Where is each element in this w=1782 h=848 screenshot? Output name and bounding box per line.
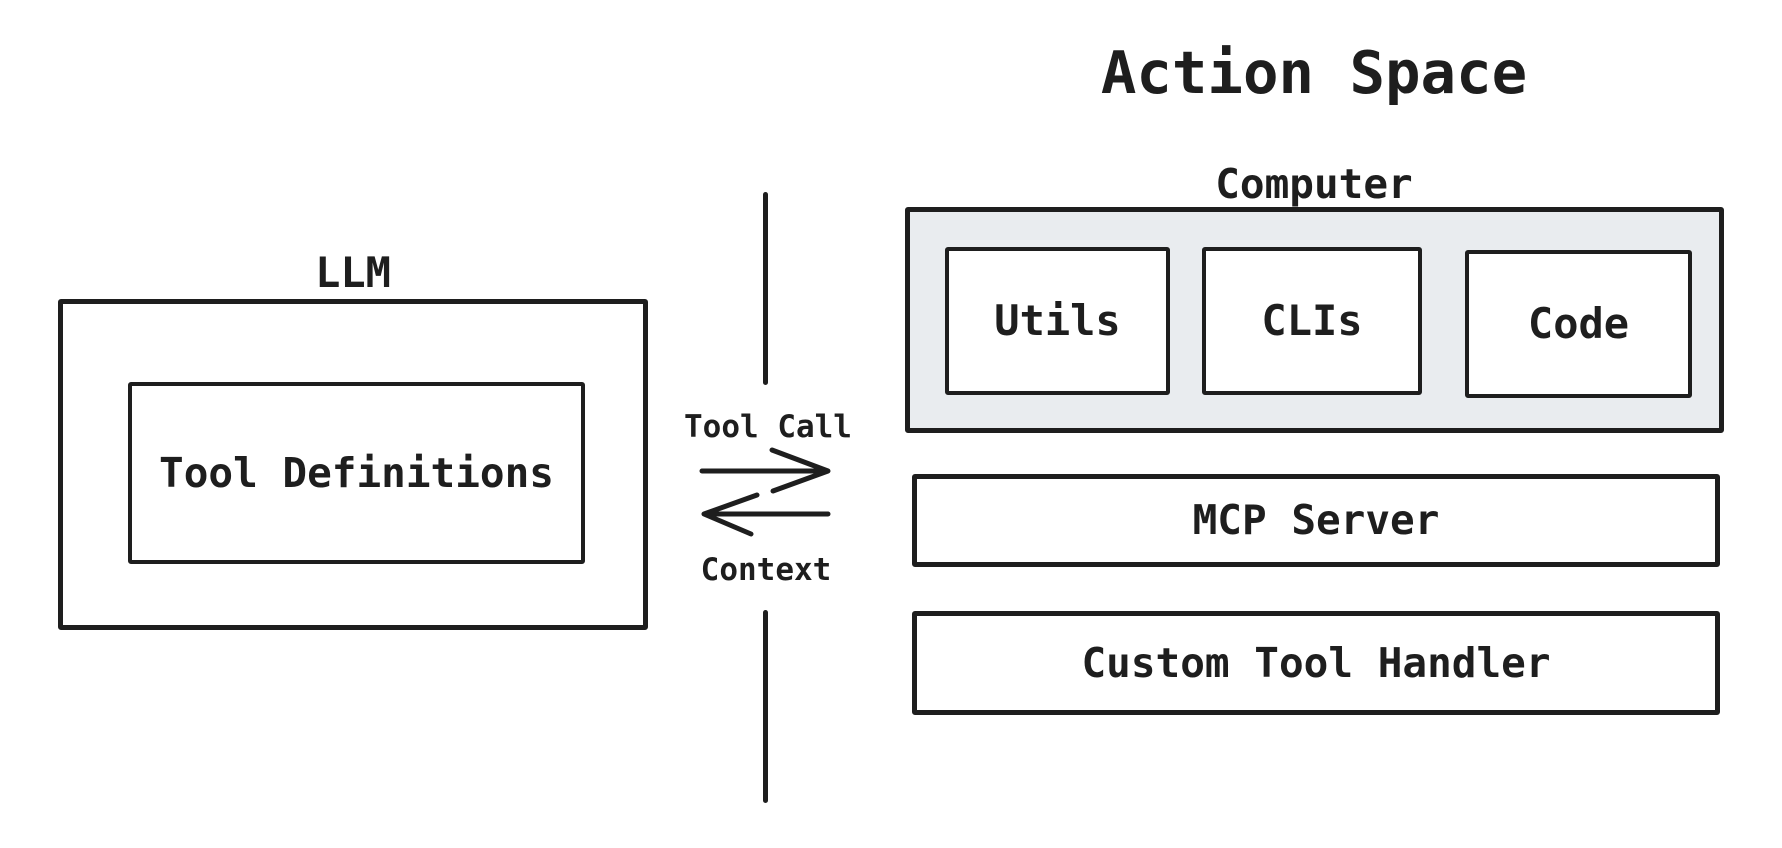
mcp-server-label: MCP Server — [1192, 496, 1440, 544]
tool-definitions-label: Tool Definitions — [159, 448, 554, 497]
context-left-arrow-icon — [701, 492, 831, 537]
chip-clis-label: CLIs — [1261, 296, 1363, 345]
chip-utils: Utils — [945, 247, 1170, 395]
custom-tool-handler-label: Custom Tool Handler — [1081, 638, 1551, 687]
custom-tool-handler-box: Custom Tool Handler — [912, 611, 1720, 715]
tool-definitions-box: Tool Definitions — [128, 382, 585, 564]
chip-utils-label: Utils — [994, 296, 1121, 345]
context-label: Context — [700, 552, 832, 588]
tool-call-right-arrow-icon — [699, 447, 831, 494]
chip-code: Code — [1465, 250, 1692, 398]
llm-label: LLM — [315, 248, 391, 297]
llm-box: Tool Definitions — [58, 299, 648, 630]
chip-clis: CLIs — [1202, 247, 1422, 395]
computer-label: Computer — [1215, 160, 1413, 208]
tool-call-label: Tool Call — [684, 409, 852, 445]
boundary-line-top — [763, 192, 768, 385]
boundary-line-bottom — [763, 610, 768, 803]
exchange-arrows — [699, 447, 831, 537]
mcp-server-box: MCP Server — [912, 474, 1720, 567]
chip-code-label: Code — [1527, 299, 1630, 348]
action-space-title: Action Space — [1100, 38, 1528, 107]
